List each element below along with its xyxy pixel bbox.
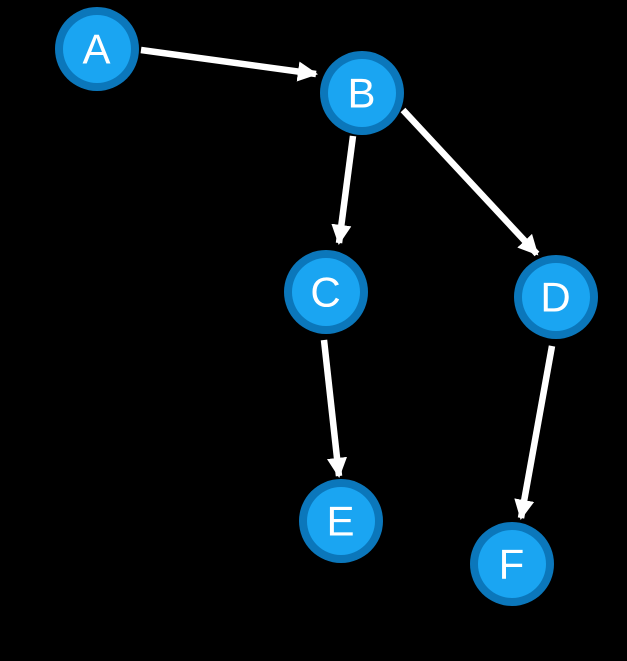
nodes-layer: A B C D E F <box>55 7 598 606</box>
node-label: C <box>310 269 341 316</box>
node-A[interactable]: A <box>55 7 139 91</box>
node-F[interactable]: F <box>470 522 554 606</box>
edges-layer <box>140 46 556 520</box>
node-body <box>307 487 375 555</box>
node-label: B <box>347 70 376 117</box>
node-E[interactable]: E <box>299 479 383 563</box>
edge-A-B <box>140 46 318 82</box>
node-C[interactable]: C <box>284 250 368 334</box>
node-label: A <box>82 26 111 73</box>
node-label: D <box>540 274 571 321</box>
edge-B-C <box>331 135 357 245</box>
edge-D-F <box>514 345 556 520</box>
edge-B-D <box>400 107 540 257</box>
node-body <box>522 263 590 331</box>
edge-C-E <box>320 339 348 479</box>
node-label: E <box>326 498 355 545</box>
node-body <box>63 15 131 83</box>
node-D[interactable]: D <box>514 255 598 339</box>
node-body <box>328 59 396 127</box>
node-B[interactable]: B <box>320 51 404 135</box>
node-body <box>478 530 546 598</box>
node-label: F <box>499 541 526 588</box>
node-body <box>292 258 360 326</box>
